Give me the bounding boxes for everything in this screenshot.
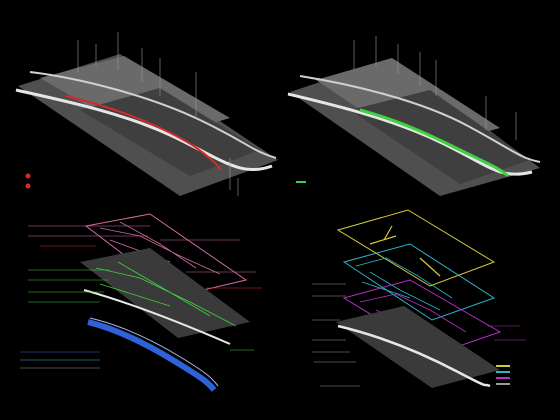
highlight-route-red — [65, 95, 223, 171]
panel-bottom-left-exploded-layers — [20, 213, 262, 392]
leader-lines — [312, 283, 526, 387]
layer-cyan-network — [355, 257, 453, 311]
panel-top-left-red-route — [15, 32, 278, 196]
legend-swatch-red — [25, 173, 31, 189]
river-line — [15, 88, 273, 172]
layer-blue-river-edge — [89, 317, 219, 387]
leader-lines — [77, 32, 239, 196]
panel-top-right-green-route — [287, 36, 541, 196]
layer-blue-river — [87, 319, 217, 392]
layer-green-gray — [80, 248, 250, 338]
river-line — [299, 75, 541, 163]
legend-swatches — [496, 365, 510, 385]
layer-cyan — [342, 243, 496, 321]
river-line — [337, 324, 491, 388]
river-line — [29, 71, 277, 159]
layer-base-gray — [336, 306, 500, 388]
leader-lines — [20, 225, 262, 369]
highlight-route-green — [359, 108, 510, 178]
panel-bottom-right-exploded-layers — [312, 209, 526, 388]
leader-lines — [353, 36, 517, 140]
layer-yellow-network — [369, 225, 441, 277]
river-line — [83, 289, 231, 345]
layer-yellow — [336, 209, 496, 287]
layer-green-network — [95, 261, 237, 327]
